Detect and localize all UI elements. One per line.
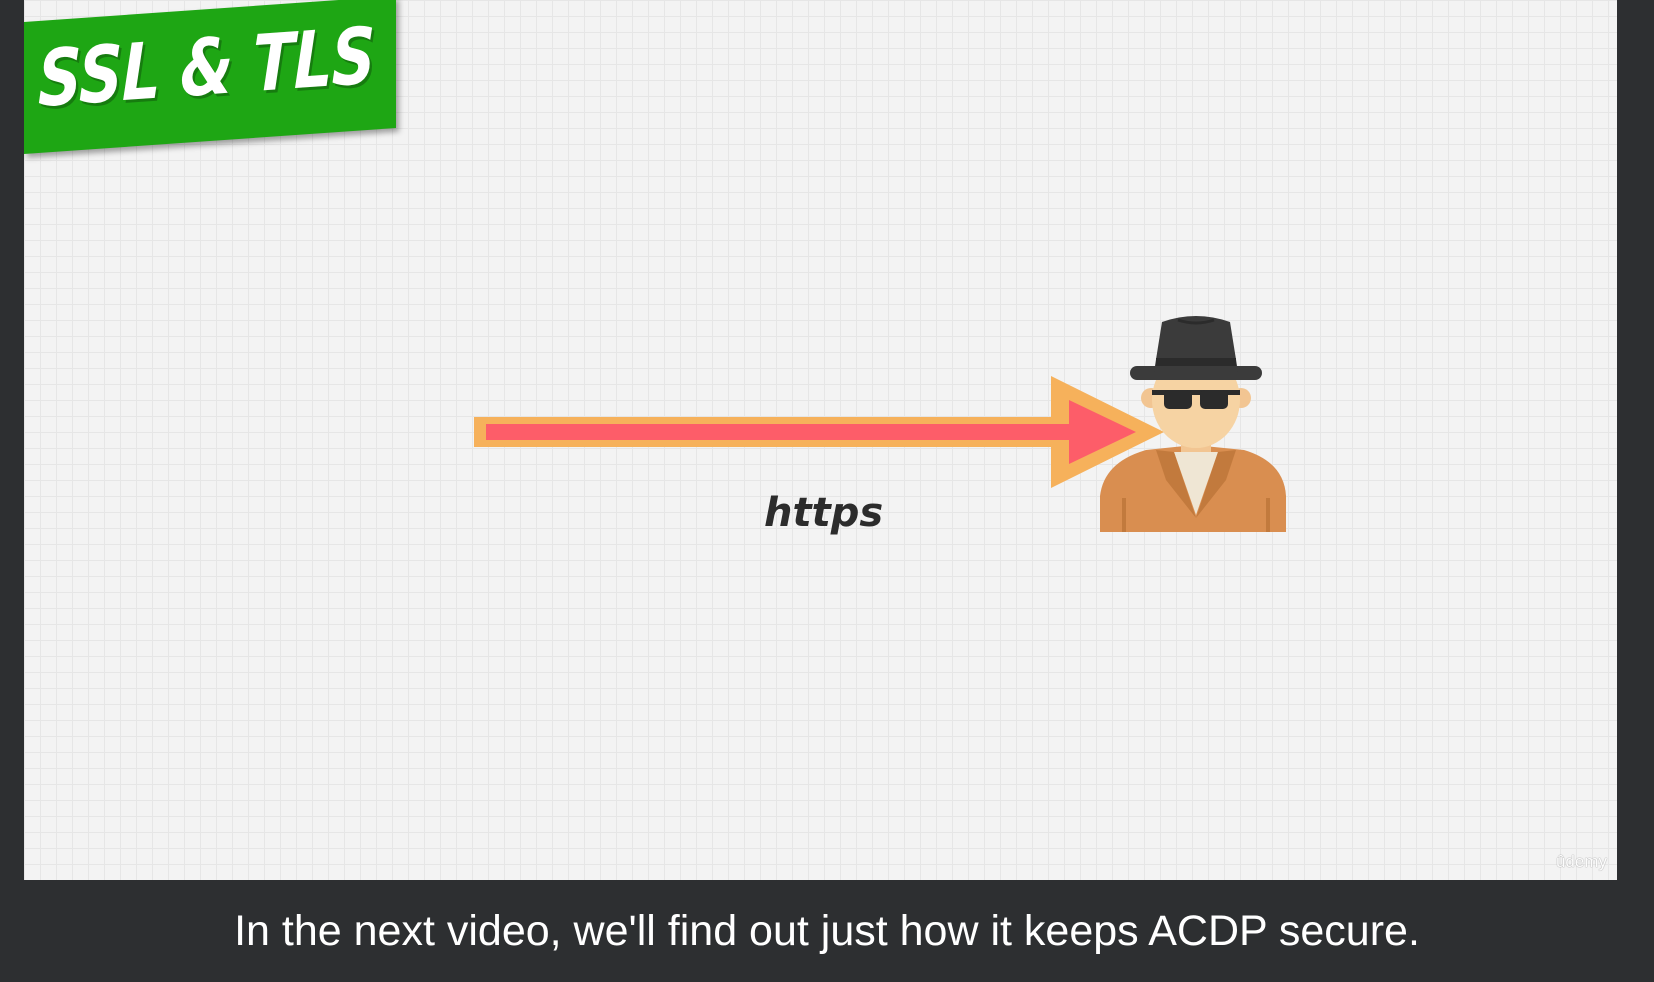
https-diagram bbox=[474, 316, 1286, 532]
udemy-watermark: ûdemy bbox=[1555, 852, 1607, 871]
video-frame[interactable]: SSL & TLS bbox=[24, 0, 1617, 880]
spy-hacker-icon bbox=[1100, 316, 1286, 532]
subtitle-caption: In the next video, we'll find out just h… bbox=[234, 906, 1420, 955]
arrow-right-icon bbox=[474, 376, 1164, 488]
https-label: https bbox=[764, 490, 884, 536]
